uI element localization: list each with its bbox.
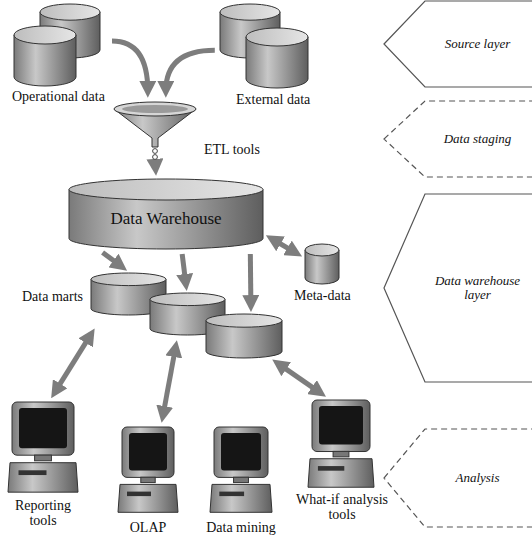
node-box: Reporting tools [4,400,84,546]
node-label: Data marts [22,289,83,304]
node-box: Operational data [8,4,120,108]
layer-name: Data staging [429,132,526,146]
layer-band: Analysis [383,428,532,528]
node-box: Data marts [22,272,287,362]
node-label: Operational data [12,89,105,104]
node-box: ETL tools [110,100,270,162]
computer-icon [210,425,272,515]
node-label: Data Warehouse [68,210,264,229]
node-label: ETL tools [204,142,260,157]
database-icon [214,4,310,88]
node-label: What-if analysis tools [286,492,398,523]
flow-arrow [163,347,176,416]
layer-band: Data warehouse layer [383,193,532,383]
flow-arrow [103,252,122,266]
layer-name: Analysis [429,471,526,485]
node-box: Data mining [196,425,286,553]
node-label: Reporting tools [4,498,82,529]
layer-band: Source layer [383,0,532,88]
node-label: Data mining [196,520,286,535]
etl-funnel [110,100,200,160]
node-box: OLAP [112,425,184,553]
flow-arrow [166,50,215,91]
node-box: Meta-data [290,243,362,305]
node-label: Meta-data [294,288,351,303]
flow-arrow [248,254,254,305]
computer-icon [8,400,78,495]
node-label: OLAP [112,520,184,535]
layer-band: Data staging [383,100,532,178]
metadata-cylinder [304,243,340,285]
computer-icon [308,398,374,490]
flow-arrow [153,162,158,169]
node-box: Data Warehouse [68,178,264,250]
data-mart-cylinders [90,272,284,360]
layer-name: Source layer [429,37,526,51]
layer-name: Data warehouse layer [429,274,526,303]
flow-arrow [278,363,321,393]
database-icon [8,4,108,86]
flow-arrow [272,239,296,253]
computer-icon [118,425,178,515]
node-box: What-if analysis tools [286,398,402,550]
node-label: External data [236,92,310,107]
flow-arrow [182,254,186,284]
flow-arrow [112,41,148,91]
flow-arrow [55,334,91,392]
node-box: External data [214,4,318,110]
